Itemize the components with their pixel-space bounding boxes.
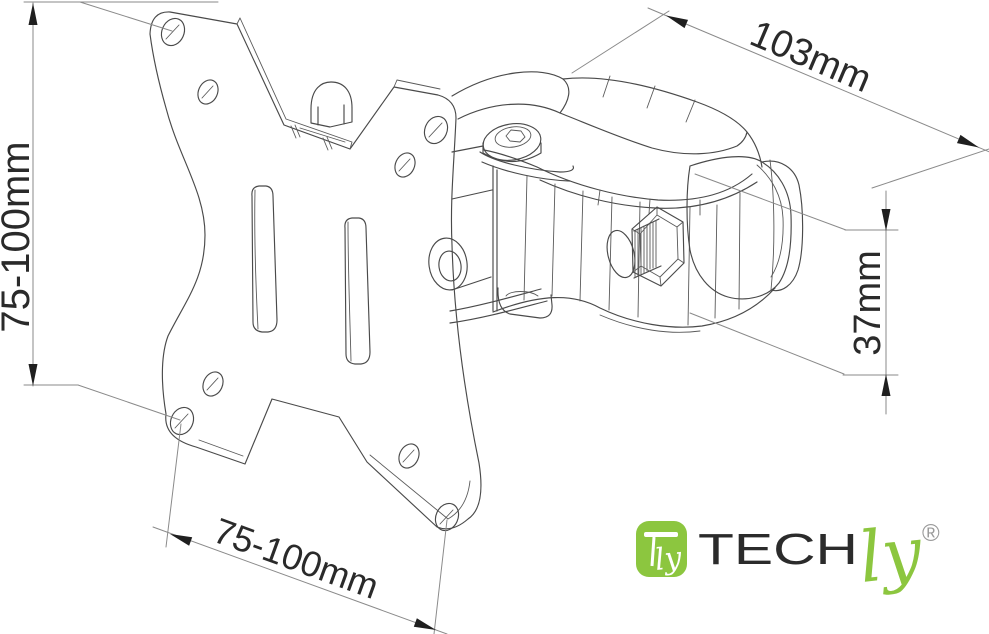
extension-leader	[79, 1, 173, 32]
arrow-up	[28, 3, 38, 25]
dimension-label-vesa-horizontal: 75-100mm	[208, 510, 384, 607]
mounting-hole	[169, 406, 195, 436]
vesa-plate	[149, 11, 482, 532]
extension-leader	[165, 423, 182, 548]
dimension-clamp-height: 37mm	[689, 173, 899, 415]
arrow-left	[170, 534, 193, 546]
mounting-hole	[434, 502, 460, 532]
claw-back-arm	[451, 71, 570, 120]
dome-nut-dome	[310, 81, 353, 110]
pivot-hex-socket	[505, 129, 526, 143]
bracket-fold-lines	[449, 145, 548, 324]
dimension-vesa-horizontal: 75-100mm	[152, 423, 448, 634]
logo-mark-script: ly	[653, 540, 684, 578]
hex-nut	[631, 206, 685, 287]
mounting-hole	[197, 79, 219, 105]
extension-leader	[689, 312, 845, 375]
mounting-slot-right	[344, 217, 371, 365]
body-bottom-thickness	[599, 314, 701, 333]
end-cap-bulge	[761, 160, 804, 292]
bolt-end-cap	[606, 229, 636, 279]
clamp-body	[492, 175, 776, 333]
dimension-line	[152, 526, 448, 634]
extension-leader	[77, 384, 181, 421]
mounting-slot-right-depth	[347, 221, 352, 362]
logo-wordmark: TECH	[698, 525, 858, 574]
hex-nut-inner	[639, 214, 679, 278]
mounting-hole	[160, 17, 186, 47]
mounting-hole	[394, 152, 416, 178]
arrow-right	[413, 618, 436, 630]
dimension-vesa-vertical: 75-100mm	[0, 1, 219, 421]
mounting-slot-left	[251, 185, 278, 333]
mounting-holes	[160, 17, 460, 532]
registered-trademark-symbol: ®	[922, 520, 940, 547]
clamp-claw	[451, 71, 763, 216]
claw-segment-ticks	[597, 75, 701, 216]
hinge-bracket	[428, 145, 553, 324]
dimension-line	[647, 7, 989, 153]
mounting-hole	[398, 443, 420, 469]
plate-outline	[149, 11, 482, 530]
plate-thickness-lines	[198, 17, 471, 520]
dome-nut-hex-base	[310, 104, 353, 128]
pivot-washer-arm	[479, 151, 574, 182]
arrow-down	[28, 364, 38, 386]
arrow-down	[881, 209, 891, 231]
tab-weld-ticks	[290, 124, 333, 151]
extension-leader	[571, 10, 670, 74]
extension-leader	[871, 148, 989, 189]
bracket-lower-tab	[497, 287, 553, 319]
tab-surface-line	[299, 127, 346, 143]
threaded-bolt	[606, 218, 662, 279]
body-ribs	[523, 175, 741, 326]
bracket-lower-tab-detail	[505, 291, 539, 297]
mounting-slot-left-depth	[254, 189, 259, 330]
extension-leader	[694, 173, 847, 231]
end-cap-divider	[769, 159, 775, 291]
mounting-hole	[423, 115, 449, 145]
pivot-boss-top	[494, 126, 532, 148]
dimension-label-clamp-length: 103mm	[744, 13, 877, 101]
pivot-screw	[479, 123, 574, 182]
clamp-end-cap	[686, 156, 804, 300]
pivot-boss-side	[482, 142, 542, 162]
bracket-washer-hole-inner	[438, 250, 462, 282]
hex-nut-facets	[631, 206, 685, 287]
extension-leader	[433, 519, 448, 634]
techly-logo: ly TECH ly ®	[636, 511, 940, 599]
dome-nut	[290, 81, 353, 151]
dimension-label-vesa-vertical: 75-100mm	[0, 141, 38, 332]
mounting-hole	[202, 371, 224, 397]
logo-mark-t-bar	[644, 532, 678, 537]
bolt-threads	[634, 220, 657, 278]
arrow-left	[666, 15, 689, 29]
logo-mark-t-stem	[650, 536, 656, 567]
dimension-clamp-length: 103mm	[571, 7, 989, 189]
claw-upper-arm	[559, 77, 763, 168]
arrow-up	[881, 374, 891, 396]
bracket-washer-hole-outer	[428, 237, 468, 291]
end-cap-inner-contour	[756, 164, 784, 278]
arrow-right	[956, 134, 979, 148]
body-bottom-edge	[492, 287, 776, 328]
logo-script-suffix: ly	[855, 511, 927, 599]
dimension-label-clamp-height: 37mm	[847, 250, 889, 356]
